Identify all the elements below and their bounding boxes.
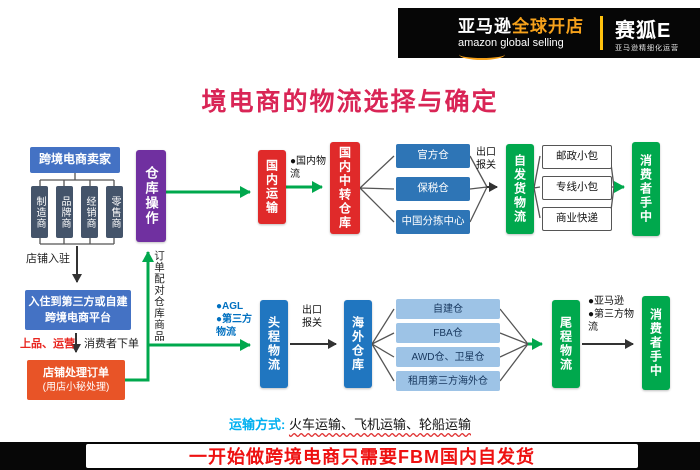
seller-type-box: 经销商 <box>81 186 98 238</box>
amazon-logo-text: 亚马逊全球开店 <box>458 12 584 37</box>
overseas-option-label: AWD仓、卫星仓 <box>411 351 485 363</box>
self-delivery-label: 自发货物流 <box>512 154 527 224</box>
overseas-warehouse-box: 海外仓库 <box>344 300 372 388</box>
seller-type-label: 零售商 <box>109 195 120 229</box>
order-processing-box: 店铺处理订单 (用店小秘处理) <box>27 360 125 400</box>
overseas-option-box: AWD仓、卫星仓 <box>396 347 500 367</box>
store-entry-label: 店铺入驻 <box>26 253 70 265</box>
seller-label: 跨境电商卖家 <box>38 152 111 167</box>
domestic-transport-label: 国内运输 <box>264 159 279 215</box>
amazon-mode-label: ●亚马逊 <box>588 296 625 307</box>
overseas-option-box: 租用第三方海外仓 <box>396 371 500 391</box>
listing-ops-label: 上品、运营 <box>20 338 75 350</box>
seller-type-box: 零售商 <box>106 186 123 238</box>
self-delivery-box: 自发货物流 <box>506 144 534 234</box>
transport-methods-line: 运输方式: 火车运输、飞机运输、轮船运输 <box>0 414 700 433</box>
transport-label: 运输方式: <box>229 417 286 432</box>
amazon-global-selling-logo: 亚马逊全球开店 amazon global selling <box>458 12 584 60</box>
warehouse-ops-label: 仓库操作 <box>143 166 159 226</box>
platform-label: 入住到第三方或自建跨境电商平台 <box>28 295 128 325</box>
overseas-option-label: 自建仓 <box>433 303 463 315</box>
self-delivery-option-box: 商业快递 <box>542 207 612 231</box>
seller-type-label: 经销商 <box>84 195 95 229</box>
export-customs-label-2: 出口报关 <box>302 305 322 329</box>
seller-type-row: 制造商 品牌商 经销商 零售商 <box>31 186 123 238</box>
amazon-smile-icon <box>459 49 505 60</box>
domestic-transit-box: 国内中转仓库 <box>330 142 360 234</box>
page-title: 境电商的物流选择与确定 <box>201 88 499 116</box>
amazon-en-line: amazon global selling <box>458 37 584 60</box>
first-leg-mode-label: ●AGL ●第三方物流 <box>216 300 258 339</box>
overseas-option-label: FBA仓 <box>433 327 463 339</box>
seller-type-box: 品牌商 <box>56 186 73 238</box>
seller-type-label: 品牌商 <box>59 195 70 229</box>
overseas-option-box: 自建仓 <box>396 299 500 319</box>
caption-box: 一开始做跨境电商只需要FBM国内自发货 <box>86 444 638 468</box>
self-delivery-option-label: 专线小包 <box>556 181 598 194</box>
amazon-cn: 亚马逊 <box>458 17 512 36</box>
third-party-label-2: ●第三方物流 <box>588 309 635 333</box>
consumer-label-2: 消费者手中 <box>648 308 663 378</box>
order-match-label: 订单配对仓库商品 <box>153 250 165 342</box>
self-delivery-option-label: 商业快递 <box>556 212 598 225</box>
saihu-name: 赛狐E <box>615 19 672 42</box>
transit-option-label: 保税仓 <box>417 182 449 195</box>
first-leg-box: 头程物流 <box>260 300 288 388</box>
seller-type-box: 制造商 <box>31 186 48 238</box>
seller-box: 跨境电商卖家 <box>30 147 120 173</box>
agl-label: ●AGL <box>216 301 244 312</box>
consumer-label: 消费者手中 <box>638 154 653 224</box>
saihu-logo: 赛狐E 亚马逊精细化运营 <box>615 14 679 53</box>
domestic-transport-box: 国内运输 <box>258 150 286 224</box>
last-leg-label: 尾程物流 <box>558 316 573 372</box>
transit-option-box: 官方仓 <box>396 144 470 168</box>
logo-separator <box>600 16 603 50</box>
consumer-box-overseas: 消费者手中 <box>642 296 670 390</box>
header-logo-bar: 亚马逊全球开店 amazon global selling 赛狐E 亚马逊精细化… <box>398 8 700 60</box>
transport-methods: 火车运输、飞机运输、轮船运输 <box>288 417 471 432</box>
last-leg-mode-label: ●亚马逊 ●第三方物流 <box>588 295 636 334</box>
overseas-option-box: FBA仓 <box>396 323 500 343</box>
transit-option-box: 保税仓 <box>396 177 470 201</box>
transit-option-label: 官方仓 <box>417 149 449 162</box>
order-line1: 店铺处理订单 <box>43 367 109 380</box>
self-delivery-option-box: 专线小包 <box>542 176 612 200</box>
third-party-label: ●第三方物流 <box>216 314 253 338</box>
overseas-option-label: 租用第三方海外仓 <box>408 375 488 387</box>
domestic-logistics-label: ●国内物流 <box>290 156 327 180</box>
order-line2: (用店小秘处理) <box>42 381 110 393</box>
domestic-transit-label: 国内中转仓库 <box>337 146 352 230</box>
overseas-warehouse-label: 海外仓库 <box>350 316 365 372</box>
saihu-tagline: 亚马逊精细化运营 <box>615 44 679 52</box>
self-delivery-option-label: 邮政小包 <box>556 150 598 163</box>
export-customs-label: 出口报关 <box>476 147 496 171</box>
seller-type-label: 制造商 <box>34 195 45 229</box>
first-leg-label: 头程物流 <box>266 316 281 372</box>
consumer-order-label: 消费者下单 <box>84 338 139 350</box>
caption-text: 一开始做跨境电商只需要FBM国内自发货 <box>189 447 535 467</box>
warehouse-ops-box: 仓库操作 <box>136 150 166 242</box>
self-delivery-option-box: 邮政小包 <box>542 145 612 169</box>
consumer-box-domestic: 消费者手中 <box>632 142 660 236</box>
platform-box: 入住到第三方或自建跨境电商平台 <box>25 290 131 330</box>
transit-option-label: 中国分拣中心 <box>401 215 465 228</box>
amazon-en-text: amazon global selling <box>458 37 564 49</box>
amazon-global-open: 全球开店 <box>512 17 584 36</box>
last-leg-box: 尾程物流 <box>552 300 580 388</box>
transit-option-box: 中国分拣中心 <box>396 210 470 234</box>
